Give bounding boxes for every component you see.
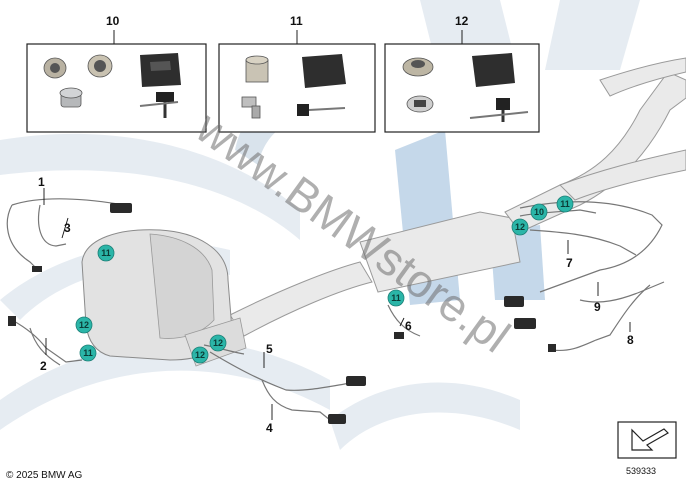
sensor-connectors (8, 203, 556, 424)
group-box-11: 11 (218, 14, 376, 133)
nut-part (43, 57, 67, 79)
position-badge: 11 (97, 244, 115, 262)
group-label-10: 10 (106, 14, 120, 28)
exhaust-pipe (229, 57, 686, 337)
badge-label: 10 (534, 207, 544, 217)
badge-circle (511, 218, 529, 236)
callout-1: 1 (38, 175, 45, 189)
group-box-12: 12 (384, 14, 540, 133)
tool-sleeve-part-3 (472, 53, 515, 87)
position-badge: 10 (530, 203, 548, 221)
badge-label: 11 (101, 248, 111, 258)
callout-labels: 1 2 3 4 5 6 7 8 9 (38, 175, 634, 435)
sensor-part (139, 92, 179, 118)
sensor-part-2 (297, 104, 346, 116)
badge-circle (556, 195, 574, 213)
badge-label: 11 (391, 293, 401, 303)
badge-circle (79, 344, 97, 362)
group-label-11: 11 (290, 14, 303, 28)
orientation-arrow-box (617, 421, 677, 459)
badge-circle (387, 289, 405, 307)
callout-9: 9 (594, 300, 601, 314)
position-badge: 12 (209, 334, 227, 352)
badge-circle (209, 334, 227, 352)
sensor-cables (6, 198, 665, 421)
callout-leaders (43, 188, 631, 420)
badge-label: 12 (79, 320, 89, 330)
position-badge: 11 (387, 289, 405, 307)
particulate-filter (81, 229, 247, 367)
callout-2: 2 (40, 359, 47, 373)
callout-4: 4 (266, 421, 273, 435)
callout-7: 7 (566, 256, 573, 270)
position-badge: 12 (511, 218, 529, 236)
tool-sleeve-part (140, 53, 181, 87)
callout-6: 6 (405, 319, 412, 333)
tool-sleeve-part-2 (302, 54, 346, 88)
position-badge: 12 (191, 346, 209, 364)
position-badge: 11 (79, 344, 97, 362)
nut-part-3 (402, 57, 434, 77)
badge-circle (530, 203, 548, 221)
badge-label: 12 (195, 350, 205, 360)
callout-3: 3 (64, 221, 71, 235)
copyright-text: © 2025 BMW AG (6, 470, 83, 481)
bolt-part (241, 96, 261, 119)
nut-part-2 (87, 54, 113, 78)
badge-circle (75, 316, 93, 334)
badge-label: 11 (560, 199, 570, 209)
position-badge: 11 (556, 195, 574, 213)
badge-label: 12 (515, 222, 525, 232)
badge-circle (191, 346, 209, 364)
callout-5: 5 (266, 342, 273, 356)
position-badge: 12 (75, 316, 93, 334)
bushing-part (245, 55, 269, 83)
diagram-number: 539333 (626, 466, 656, 476)
group-label-12: 12 (455, 14, 469, 28)
badge-label: 11 (83, 348, 93, 358)
sensor-part-3 (469, 98, 529, 122)
plug-part-2 (406, 95, 434, 113)
position-badges: 11 12 11 12 12 11 12 10 11 (75, 195, 574, 364)
plug-part (59, 87, 83, 108)
badge-label: 12 (213, 338, 223, 348)
badge-circle (97, 244, 115, 262)
group-box-10: 10 (26, 14, 207, 133)
callout-8: 8 (627, 333, 634, 347)
